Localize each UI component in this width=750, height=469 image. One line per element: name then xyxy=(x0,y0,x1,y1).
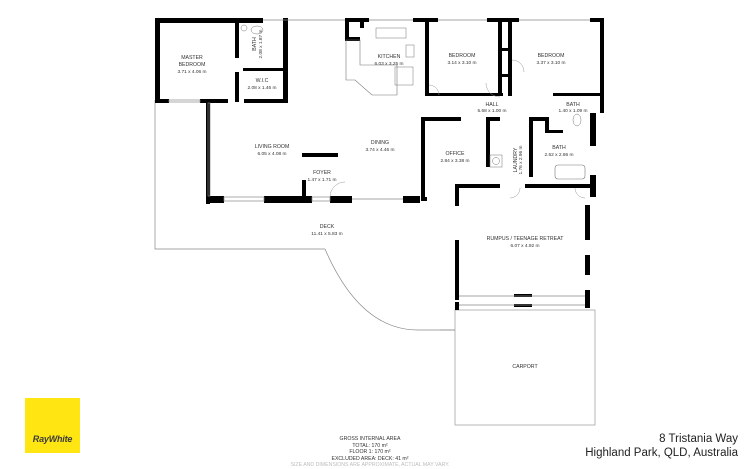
svg-text:5.68 x 1.00 m: 5.68 x 1.00 m xyxy=(477,108,506,114)
svg-text:HALL: HALL xyxy=(486,102,499,108)
svg-text:1.47 x 1.71 m: 1.47 x 1.71 m xyxy=(307,177,336,183)
svg-text:BATH: BATH xyxy=(552,145,566,151)
door-swings xyxy=(329,59,586,199)
svg-text:BEDROOM: BEDROOM xyxy=(449,53,476,59)
svg-text:3.71 x 4.06 m: 3.71 x 4.06 m xyxy=(177,69,206,75)
svg-text:2.62 x 2.86 m: 2.62 x 2.86 m xyxy=(544,152,573,158)
walls xyxy=(155,18,604,310)
svg-text:CARPORT: CARPORT xyxy=(512,364,538,370)
svg-text:W.I.C: W.I.C xyxy=(256,78,269,84)
area-floor1: FLOOR 1: 170 m² xyxy=(349,449,391,456)
property-address: 8 Tristania Way Highland Park, QLD, Aust… xyxy=(585,432,738,460)
svg-text:LAUNDRY: LAUNDRY xyxy=(513,147,519,172)
svg-text:RUMPUS / TEENAGE RETREAT: RUMPUS / TEENAGE RETREAT xyxy=(487,236,565,242)
address-locality: Highland Park, QLD, Australia xyxy=(585,447,738,459)
svg-text:1.76 x 2.96 m: 1.76 x 2.96 m xyxy=(518,145,524,174)
deck-outline xyxy=(154,100,455,331)
brand-name: RayWhite xyxy=(32,434,73,444)
svg-text:BEDROOM: BEDROOM xyxy=(179,62,206,68)
svg-text:BATH: BATH xyxy=(252,37,258,51)
area-total: TOTAL: 170 m² xyxy=(352,442,388,449)
raywhite-logo: RayWhite xyxy=(25,398,80,453)
svg-text:BEDROOM: BEDROOM xyxy=(538,53,565,59)
svg-text:OFFICE: OFFICE xyxy=(445,151,465,157)
area-excluded: EXCLUDED AREA: DECK: 41 m² xyxy=(331,455,409,462)
svg-text:3.74 x 4.46 m: 3.74 x 4.46 m xyxy=(365,147,394,153)
area-summary: GROSS INTERNAL AREA TOTAL: 170 m² FLOOR … xyxy=(280,436,460,469)
svg-text:6.07 x 4.92 m: 6.07 x 4.92 m xyxy=(510,243,539,249)
svg-text:2.08 x 1.87 m: 2.08 x 1.87 m xyxy=(258,29,264,58)
svg-text:6.05 x 4.08 m: 6.05 x 4.08 m xyxy=(257,151,286,157)
svg-text:BATH: BATH xyxy=(566,102,580,108)
svg-text:3.37 x 3.10 m: 3.37 x 3.10 m xyxy=(536,60,565,66)
svg-text:FOYER: FOYER xyxy=(313,170,331,176)
svg-text:DECK: DECK xyxy=(320,224,335,230)
svg-text:LIVING ROOM: LIVING ROOM xyxy=(255,144,290,150)
svg-text:3.14 x 3.10 m: 3.14 x 3.10 m xyxy=(447,60,476,66)
svg-text:DINING: DINING xyxy=(371,140,389,146)
windows xyxy=(168,19,590,306)
svg-text:MASTER: MASTER xyxy=(181,55,203,61)
svg-text:KITCHEN: KITCHEN xyxy=(378,54,401,60)
svg-text:6.03 x 3.25 m: 6.03 x 3.25 m xyxy=(374,61,403,67)
disclaimer: SIZE AND DIMENSIONS ARE APPROXIMATE, ACT… xyxy=(290,462,450,469)
svg-text:1.40 x 1.09 m: 1.40 x 1.09 m xyxy=(558,108,587,114)
room-labels: MASTER BEDROOM 3.71 x 4.06 m BATH 2.08 x… xyxy=(177,29,587,370)
svg-text:11.41 x 5.83 m: 11.41 x 5.83 m xyxy=(311,231,342,237)
carport-outline xyxy=(454,309,596,426)
kitchen-bench xyxy=(345,39,398,96)
svg-text:2.08 x 1.46 m: 2.08 x 1.46 m xyxy=(247,85,276,91)
svg-text:2.84 x 3.38 m: 2.84 x 3.38 m xyxy=(440,158,469,164)
area-title: GROSS INTERNAL AREA xyxy=(339,436,401,442)
address-street: 8 Tristania Way xyxy=(659,433,738,445)
